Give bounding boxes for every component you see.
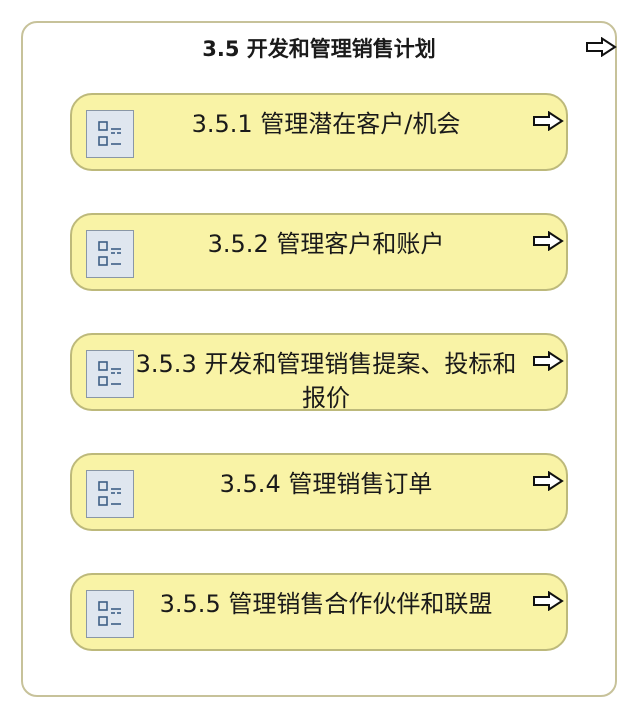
arrow-right-outline-icon[interactable] (532, 471, 564, 491)
process-box-3-5-3[interactable]: 3.5.3 开发和管理销售提案、投标和报价 (70, 333, 568, 411)
process-label: 3.5.4 管理销售订单 (219, 470, 433, 498)
process-box-3-5-4[interactable]: 3.5.4 管理销售订单 (70, 453, 568, 531)
arrow-right-outline-icon[interactable] (532, 591, 564, 611)
process-label: 3.5.5 管理销售合作伙伴和联盟 (159, 590, 493, 618)
process-list-icon (86, 590, 134, 638)
process-box-3-5-2[interactable]: 3.5.2 管理客户和账户 (70, 213, 568, 291)
arrow-right-outline-icon[interactable] (532, 111, 564, 131)
process-label: 3.5.1 管理潜在客户/机会 (191, 110, 461, 138)
process-box-3-5-1[interactable]: 3.5.1 管理潜在客户/机会 (70, 93, 568, 171)
process-list-icon (86, 230, 134, 278)
arrow-right-outline-icon[interactable] (585, 37, 617, 57)
arrow-right-outline-icon[interactable] (532, 231, 564, 251)
process-list-icon (86, 110, 134, 158)
process-list-icon (86, 470, 134, 518)
process-label: 3.5.2 管理客户和账户 (207, 230, 445, 258)
arrow-right-outline-icon[interactable] (532, 351, 564, 371)
process-label: 3.5.3 开发和管理销售提案、投标和报价 (135, 350, 517, 409)
group-title: 3.5 开发和管理销售计划 (202, 37, 436, 61)
process-group-3-5: 3.5 开发和管理销售计划 3.5.1 管理潜在客户/机会 (21, 21, 617, 697)
process-list-icon (86, 350, 134, 398)
process-box-3-5-5[interactable]: 3.5.5 管理销售合作伙伴和联盟 (70, 573, 568, 651)
